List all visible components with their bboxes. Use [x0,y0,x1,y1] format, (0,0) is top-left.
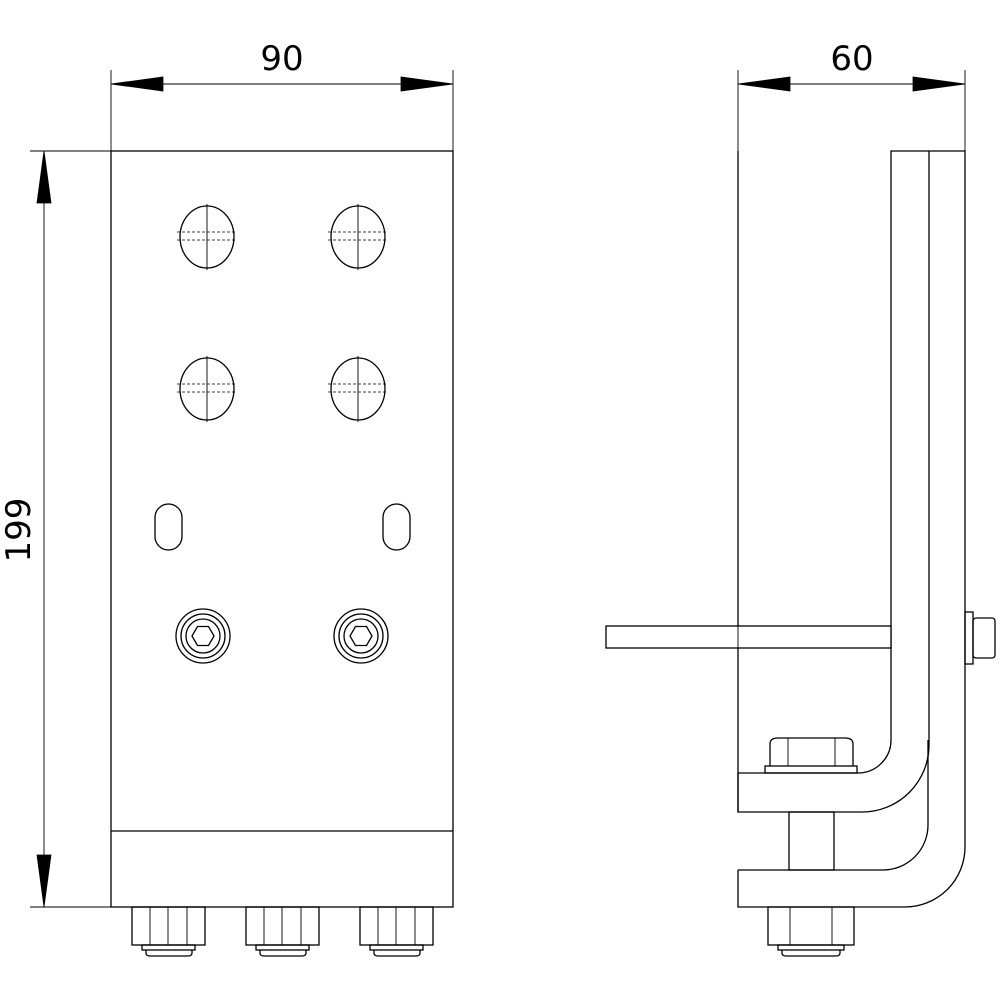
mounting-hole-3 [177,356,237,422]
side-bracket-inner-curve [738,740,929,871]
bottom-nut-3 [359,906,434,957]
front-view [110,150,454,957]
dimension-arrow-side-right [912,76,966,92]
side-bolt-shank [788,811,835,871]
dimension-label-front-width: 90 [260,39,303,79]
front-plate-outline [110,150,454,908]
side-bracket-profile [737,150,966,908]
bottom-nut-1 [131,906,206,957]
bottom-nut-2 [245,906,320,957]
dimension-arrow-bottom [36,854,52,908]
dimension-arrow-left [110,76,164,92]
dimension-arrow-right [400,76,454,92]
slot-right [382,503,411,551]
side-threaded-rod [605,625,892,649]
side-hex-nut-top [764,737,858,774]
side-view [605,150,996,957]
dimension-label-front-height: 199 [0,498,39,563]
side-bolt-head-right [964,611,996,665]
side-hex-nut-bottom [767,906,855,957]
dimension-arrow-top [36,150,52,204]
dimension-front-height: 199 [0,150,111,908]
mounting-hole-1 [177,204,237,270]
dimension-label-side-width: 60 [830,39,873,79]
dimension-side-width: 60 [737,39,966,151]
socket-screw-left [175,608,231,664]
mounting-hole-4 [328,356,388,422]
mounting-hole-2 [328,204,388,270]
socket-screw-right [333,608,389,664]
dimension-arrow-side-left [737,76,791,92]
slot-left [154,503,183,551]
dimension-front-width: 90 [110,39,454,151]
